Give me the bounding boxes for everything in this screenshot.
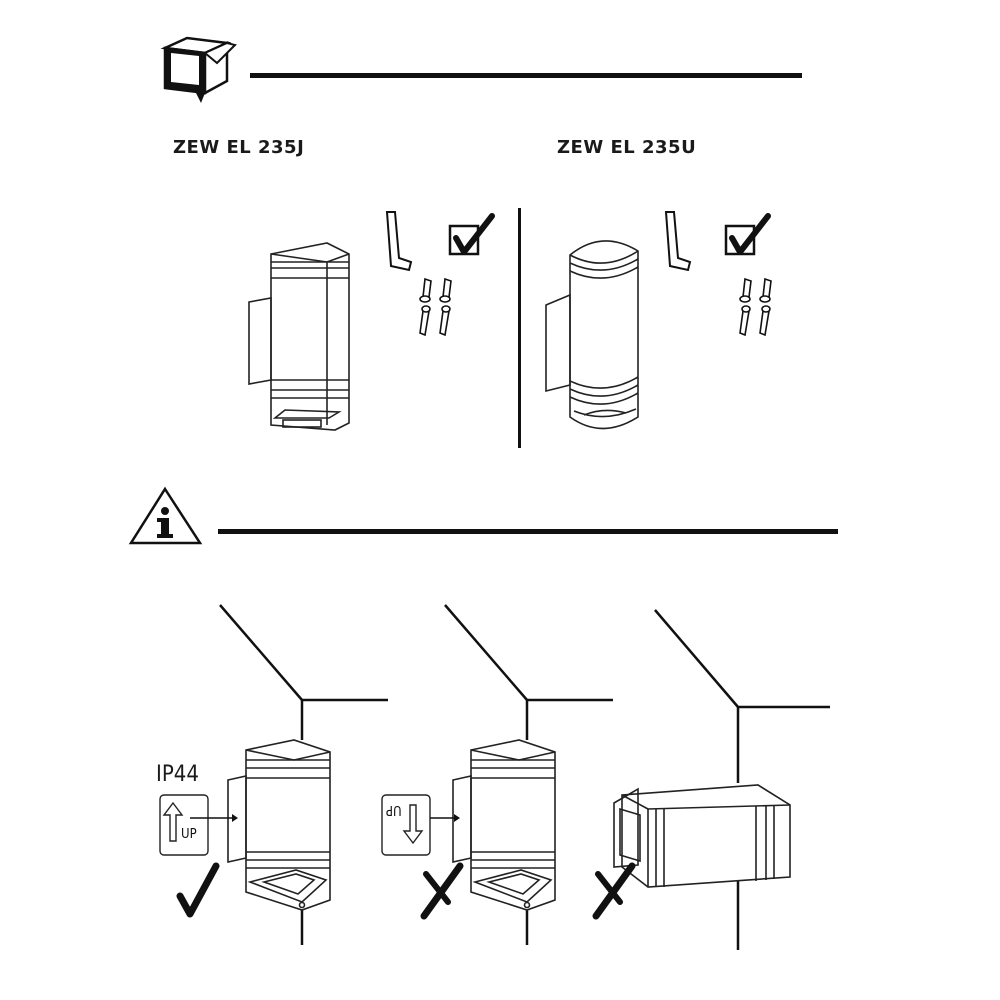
- model-label-left: ZEW EL 235J: [173, 137, 305, 158]
- ip-rating-label: IP44: [156, 762, 199, 787]
- header-rule-top: [250, 73, 802, 78]
- scenario-correct: [219, 604, 388, 945]
- square-lamp-drawing: [248, 242, 350, 431]
- wall-plug-icon: [419, 277, 452, 337]
- up-label: UP: [181, 827, 197, 842]
- round-lamp-drawing: [545, 240, 639, 430]
- model-divider: [518, 208, 521, 448]
- scenario-inverted: [444, 604, 613, 945]
- cross-icon: [420, 862, 464, 920]
- up-label-inverted: UP: [386, 802, 402, 817]
- model-label-right: ZEW EL 235U: [557, 137, 697, 158]
- hex-key-icon: [385, 211, 413, 272]
- info-warning-icon: [128, 486, 203, 545]
- header-rule-info: [218, 529, 838, 534]
- cross-icon: [592, 862, 636, 920]
- checkmark-icon: [724, 213, 771, 256]
- wall-plug-icon: [739, 277, 772, 337]
- checkmark-icon: [176, 862, 220, 918]
- down-arrow-card: [381, 794, 460, 856]
- scenario-horizontal: [613, 609, 830, 950]
- hex-key-icon: [664, 211, 692, 272]
- up-arrow-card: [159, 794, 238, 856]
- checkmark-icon: [448, 213, 495, 256]
- open-box-icon: [160, 36, 237, 103]
